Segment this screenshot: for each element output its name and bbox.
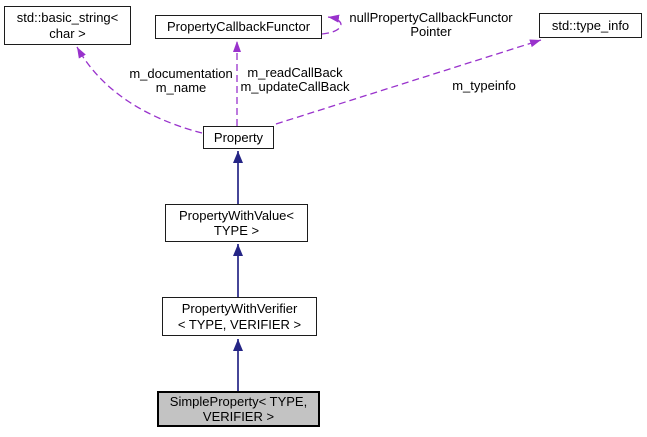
node-property-with-verifier[interactable]: PropertyWithVerifier < TYPE, VERIFIER > [162,297,317,336]
node-property-callback-functor[interactable]: PropertyCallbackFunctor [155,15,322,39]
node-property[interactable]: Property [203,126,274,149]
node-property-with-value[interactable]: PropertyWithValue< TYPE > [165,204,308,242]
node-std-basic-string[interactable]: std::basic_string< char > [4,6,131,45]
edge-label-null-callback-pointer: nullPropertyCallbackFunctor Pointer [349,10,513,39]
edge-property-to-type-info [275,39,542,125]
node-std-type-info[interactable]: std::type_info [539,13,642,38]
edge-label-typeinfo: m_typeinfo [452,78,516,93]
edge-label-documentation-name: m_documentation m_name [129,66,233,95]
edge-callback-functor-self-loop [321,14,342,35]
edge-label-read-update-callback: m_readCallBack m_updateCallBack [240,65,350,94]
node-simple-property: SimpleProperty< TYPE, VERIFIER > [157,391,320,427]
edge-property-to-basic-string [76,46,203,134]
